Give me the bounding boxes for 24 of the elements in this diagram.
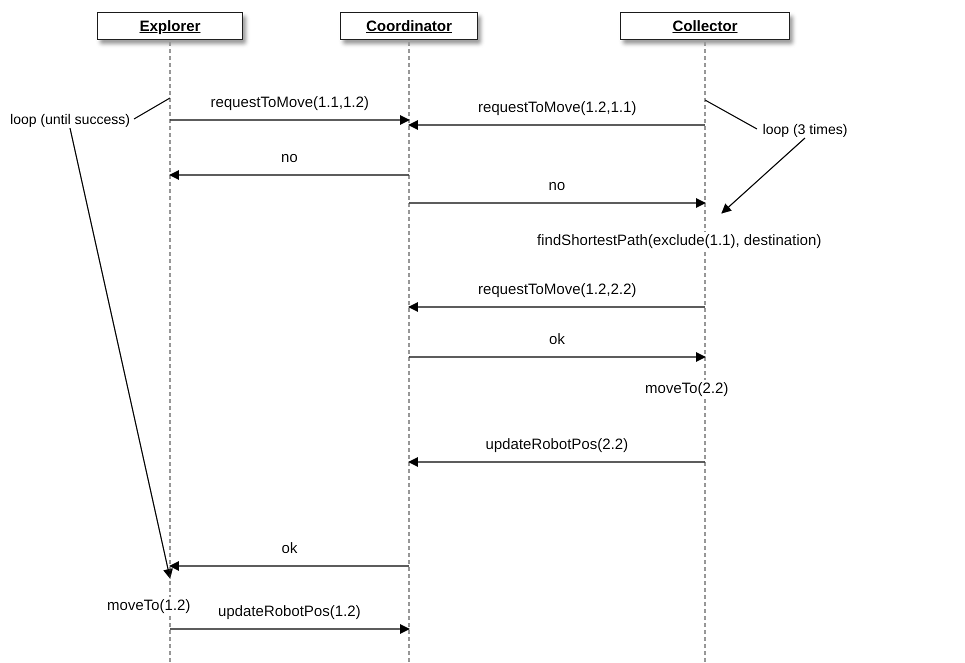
- action-note: findShortestPath(exclude(1.1), destination): [537, 232, 822, 249]
- action-note: moveTo(1.2): [107, 597, 190, 614]
- message-label: requestToMove(1.2,2.2): [476, 281, 638, 298]
- message-arrow: [409, 198, 706, 208]
- loop-arrow: [69, 128, 173, 579]
- message-arrow: [409, 352, 706, 362]
- message-label: updateRobotPos(2.2): [484, 436, 630, 453]
- message-arrow: [408, 457, 705, 467]
- message-label: updateRobotPos(1.2): [216, 603, 363, 620]
- message-arrow: [408, 120, 705, 130]
- participant-box: Explorer: [97, 12, 243, 40]
- loop-arrow: [721, 138, 806, 214]
- message-arrow: [408, 302, 705, 312]
- message-arrow: [169, 561, 409, 571]
- participant-box: Coordinator: [340, 12, 478, 40]
- participant-box: Collector: [620, 12, 790, 40]
- message-arrow: [170, 115, 410, 125]
- loop-label: loop (3 times): [757, 120, 853, 138]
- action-note: moveTo(2.2): [645, 380, 728, 397]
- message-label: requestToMove(1.2,1.1): [476, 99, 638, 116]
- message-arrow: [169, 170, 409, 180]
- loop-label: loop (until success): [6, 110, 134, 128]
- message-arrow: [170, 624, 410, 634]
- message-label: requestToMove(1.1,1.2): [208, 94, 371, 111]
